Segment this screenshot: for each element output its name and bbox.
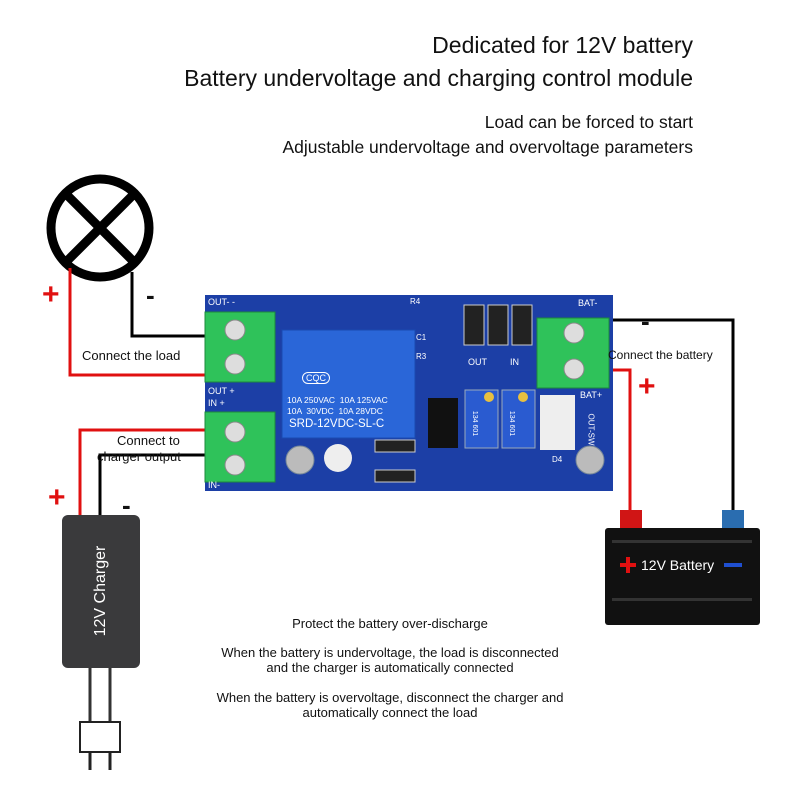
relay-brand: CQC [302,372,330,384]
board-bat-plus: BAT+ [580,390,603,400]
charger-label: 12V Charger [92,545,109,637]
pot-1-label[interactable]: 134 601 [471,410,479,437]
note-undervoltage-2: and the charger is automatically connect… [266,660,514,675]
battery-negative-wire [610,318,735,515]
battery-minus-sign: - [641,306,650,336]
charger-minus-sign: - [122,490,131,520]
board-r3: R3 [416,352,427,361]
board-out-plus: OUT + [208,386,235,396]
board-d4: D4 [552,455,563,464]
board-out-label: OUT [468,357,487,367]
battery-plus-sign: + [638,370,656,403]
pot-2-label[interactable]: 134 601 [508,410,516,437]
title-line-2: Battery undervoltage and charging contro… [184,65,693,91]
board-out-sw: OUT-SW [586,413,596,446]
board-r4: R4 [410,297,421,306]
load-plus-sign: + [42,278,60,311]
connect-battery-label: Connect the battery [608,348,713,362]
relay-model: SRD-12VDC-SL-C [289,418,385,430]
relay-rating-2: 10A 30VDC 10A 28VDC [287,406,383,416]
load-negative-wire [130,272,208,338]
load-positive-wire [68,268,208,377]
control-board [204,295,613,491]
battery-device [605,510,760,625]
feature-1: Load can be forced to start [484,112,693,132]
relay-rating-1: 10A 250VAC 10A 125VAC [287,395,388,405]
note-overvoltage-1: When the battery is overvoltage, disconn… [216,690,564,705]
connect-load-label: Connect the load [82,348,181,363]
battery-positive-wire [610,368,632,515]
charger-device [62,515,140,770]
board-c1: C1 [416,333,427,342]
note-undervoltage-1: When the battery is undervoltage, the lo… [221,645,559,660]
board-bat-minus: BAT- [578,298,598,308]
board-out-minus: OUT- - [208,297,235,307]
board-in-minus: IN- [208,480,220,490]
lamp-icon [46,174,154,282]
note-overvoltage-2: automatically connect the load [302,705,478,720]
board-in-plus: IN + [208,398,225,408]
connect-charger-label-1: Connect to [117,433,180,448]
charger-positive-wire [78,428,208,520]
board-in-label: IN [510,357,519,367]
note-over-discharge: Protect the battery over-discharge [292,616,488,631]
feature-2: Adjustable undervoltage and overvoltage … [282,137,693,157]
charger-plus-sign: + [48,481,66,514]
title-line-1: Dedicated for 12V battery [432,32,693,58]
charger-negative-wire [98,453,208,518]
connect-charger-label-2: charger output [97,449,181,464]
load-minus-sign: - [146,280,155,310]
battery-label: 12V Battery [641,557,715,573]
